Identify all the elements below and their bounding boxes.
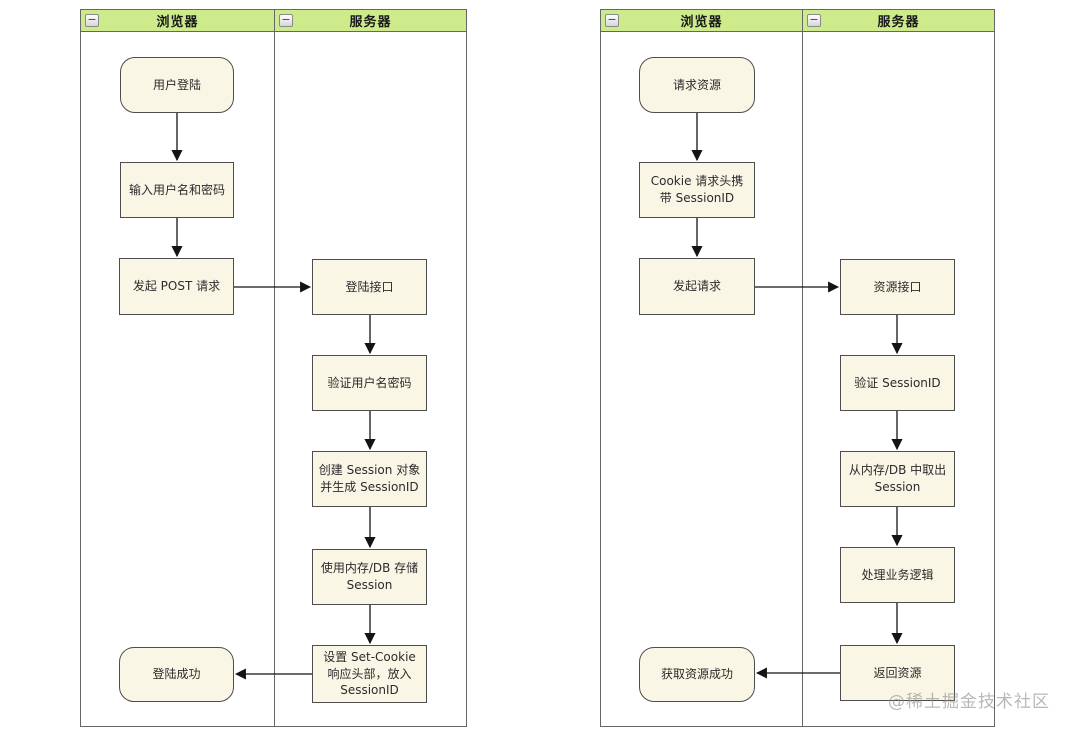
lane-title: 浏览器	[680, 15, 723, 30]
lane-title: 浏览器	[156, 15, 199, 30]
flow-node-enter-credentials: 输入用户名和密码	[120, 162, 234, 218]
watermark: @稀土掘金技术社区	[888, 692, 1050, 712]
collapse-lane-icon[interactable]: −	[279, 14, 293, 27]
flow-node-login-success: 登陆成功	[119, 647, 234, 702]
lane-title: 服务器	[349, 15, 392, 30]
flow-node-get-resource-success: 获取资源成功	[639, 647, 755, 702]
flow-node-request-resource: 请求资源	[639, 57, 755, 113]
flow-node-user-login: 用户登陆	[120, 57, 234, 113]
flow-node-verify-credentials: 验证用户名密码	[312, 355, 427, 411]
flow-node-resource-api: 资源接口	[840, 259, 955, 315]
flow-node-login-api: 登陆接口	[312, 259, 427, 315]
collapse-lane-icon[interactable]: −	[605, 14, 619, 27]
flow-node-send-request: 发起请求	[639, 258, 755, 315]
lane-header-browser: − 浏览器	[601, 10, 802, 31]
flow-node-create-session: 创建 Session 对象并生成 SessionID	[312, 451, 427, 507]
flow-node-post-request: 发起 POST 请求	[119, 258, 234, 315]
pool-request-header: − 浏览器 − 服务器	[601, 10, 994, 32]
pool-login-header: − 浏览器 − 服务器	[81, 10, 466, 32]
flow-node-set-cookie: 设置 Set-Cookie 响应头部，放入 SessionID	[312, 645, 427, 703]
flow-node-business-logic: 处理业务逻辑	[840, 547, 955, 603]
lane-divider	[802, 10, 803, 726]
flow-node-verify-sessionid: 验证 SessionID	[840, 355, 955, 411]
flow-node-return-resource: 返回资源	[840, 645, 955, 701]
lane-header-server: − 服务器	[802, 10, 994, 31]
lane-header-server: − 服务器	[274, 10, 466, 31]
flow-node-fetch-session: 从内存/DB 中取出 Session	[840, 451, 955, 507]
collapse-lane-icon[interactable]: −	[807, 14, 821, 27]
lane-header-browser: − 浏览器	[81, 10, 274, 31]
lane-divider	[274, 10, 275, 726]
flow-node-store-session: 使用内存/DB 存储 Session	[312, 549, 427, 605]
collapse-lane-icon[interactable]: −	[85, 14, 99, 27]
lane-title: 服务器	[877, 15, 920, 30]
flow-node-cookie-header: Cookie 请求头携带 SessionID	[639, 162, 755, 218]
